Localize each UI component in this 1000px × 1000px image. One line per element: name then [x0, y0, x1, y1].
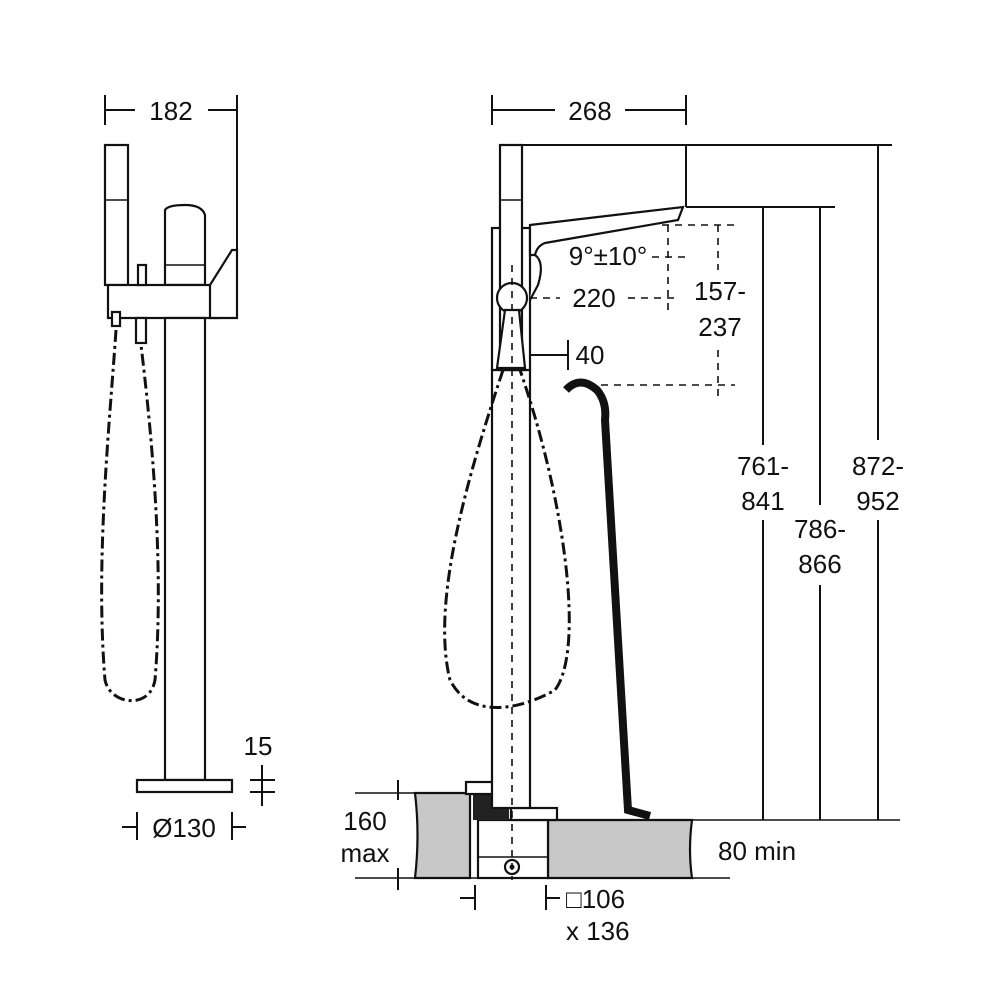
dim-786-label: 786-	[794, 514, 846, 544]
shower-hose	[443, 369, 571, 709]
front-view: 268	[340, 95, 904, 946]
dim-761-label: 761-	[737, 451, 789, 481]
base-thickness-dimension: 15	[244, 731, 275, 806]
floor-depth-dimension: 160 max	[340, 780, 399, 890]
dim-952-label: 952	[856, 486, 899, 516]
dim-136-label: x 136	[566, 916, 630, 946]
dim-max-label: max	[340, 838, 389, 868]
height-dimension-872-952: 872- 952	[852, 144, 904, 820]
reach-220-label: 220	[572, 283, 615, 313]
spout-height-label-1: 157-	[694, 276, 746, 306]
side-view: 182 15 Ø130	[100, 95, 275, 843]
lever-handle	[208, 248, 239, 320]
bath-spout-outline	[563, 378, 652, 820]
hand-shower	[103, 143, 130, 287]
dim-841-label: 841	[741, 486, 784, 516]
floor-section-right	[546, 818, 694, 880]
angle-label: 9°±10°	[569, 241, 647, 271]
spout-height-label-2: 237	[698, 312, 741, 342]
dim-268-label: 268	[568, 96, 611, 126]
dim-80-min-label: 80 min	[718, 836, 796, 866]
dim-160-label: 160	[343, 806, 386, 836]
dim-182-label: 182	[149, 96, 192, 126]
box-size-dimension: □106 x 136	[460, 884, 630, 946]
height-dimension-786-866: 786- 866	[794, 206, 846, 820]
offset-40-label: 40	[576, 340, 605, 370]
width-dimension-268: 268	[491, 95, 687, 126]
floor-section-left	[413, 791, 472, 880]
dim-872-label: 872-	[852, 451, 904, 481]
dim-130-label: Ø130	[152, 813, 216, 843]
shower-holder	[495, 308, 527, 370]
stand-pipe	[163, 316, 207, 782]
shower-hose	[100, 329, 160, 703]
dim-866-label: 866	[798, 549, 841, 579]
stand-pipe	[490, 368, 532, 810]
dim-106-label: □106	[566, 884, 625, 914]
base-plate	[135, 778, 234, 794]
spout	[528, 205, 685, 257]
valve-body	[163, 203, 207, 287]
height-dimension-761-841: 761- 841	[737, 206, 789, 820]
dim-15-label: 15	[244, 731, 273, 761]
base-diameter-dimension: Ø130	[122, 812, 246, 843]
diverter-bar	[106, 283, 220, 320]
